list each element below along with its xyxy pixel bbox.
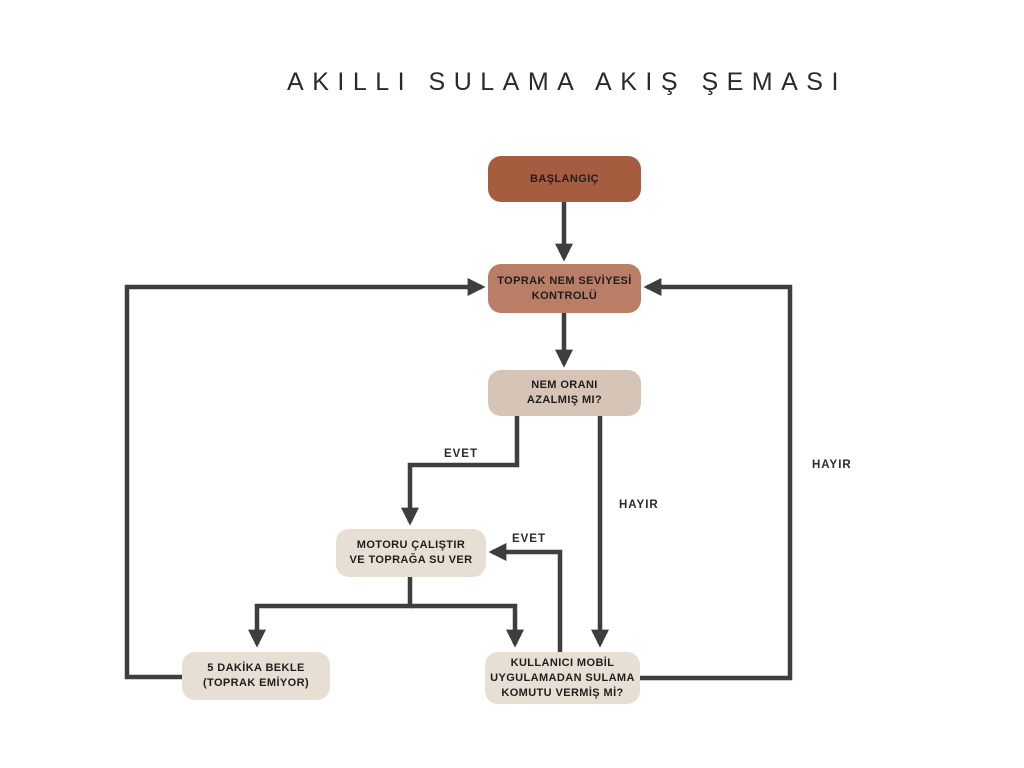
edge-label-evet-return: EVET <box>511 533 547 545</box>
node-label-line: UYGULAMADAN SULAMA <box>490 671 635 684</box>
node-label-line: 5 DAKİKA BEKLE <box>207 662 305 674</box>
edge-app-hayir-loop-to-soilcheck <box>640 278 793 681</box>
node-label-line: KULLANICI MOBİL <box>510 656 615 669</box>
edge-label-hayir-to-app: HAYIR <box>619 499 659 511</box>
edge-motor-split-to-wait <box>248 577 413 648</box>
node-label-line: MOTORU ÇALIŞTIR <box>356 539 466 551</box>
edge-label-hayir-loop: HAYIR <box>812 459 852 471</box>
node-label-line: KONTROLÜ <box>531 289 598 302</box>
edge-label-evet-to-motor: EVET <box>443 448 479 460</box>
edge-app-evet-to-motor <box>488 543 563 652</box>
edge-decision-evet-to-motor <box>401 416 520 526</box>
page-title: AKILLI SULAMA AKIŞ ŞEMASI <box>287 68 847 96</box>
node-label-line: AZALMIŞ MI? <box>526 394 603 406</box>
node-label-line: (TOPRAK EMİYOR) <box>202 677 310 689</box>
node-label-line: TOPRAK NEM SEVİYESİ <box>497 274 632 287</box>
flow-node-app-irrigation-command: KULLANICI MOBİL UYGULAMADAN SULAMA KOMUT… <box>485 652 640 704</box>
node-label-line: VE TOPRAĞA SU VER <box>349 554 473 566</box>
node-label-line: KOMUTU VERMİŞ Mİ? <box>501 686 624 699</box>
flow-node-wait-5-minutes: 5 DAKİKA BEKLE (TOPRAK EMİYOR) <box>182 652 330 700</box>
node-label-line: NEM ORANI <box>531 379 598 391</box>
node-label-line: BAŞLANGIÇ <box>530 172 599 185</box>
flow-node-start: BAŞLANGIÇ <box>488 156 641 202</box>
flow-node-moisture-decision: NEM ORANI AZALMIŞ MI? <box>488 370 641 416</box>
flow-node-soil-moisture-check: TOPRAK NEM SEVİYESİ KONTROLÜ <box>488 264 641 313</box>
flow-node-run-motor: MOTORU ÇALIŞTIR VE TOPRAĞA SU VER <box>336 529 486 577</box>
edge-wait-loop-to-soilcheck <box>124 278 486 680</box>
edge-motor-split-to-app <box>410 603 524 648</box>
